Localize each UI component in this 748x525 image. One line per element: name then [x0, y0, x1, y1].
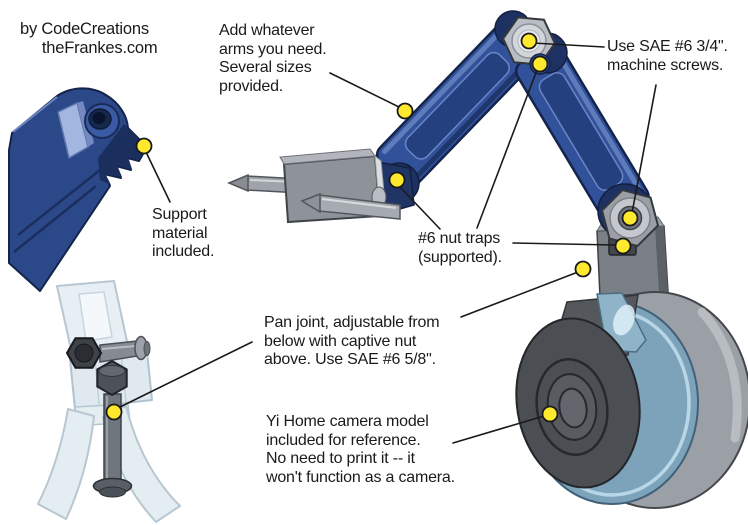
- pan-screw-base: [99, 486, 126, 498]
- bolt-hex-face: [74, 343, 94, 363]
- leader-lines: [119, 42, 657, 444]
- leader-screws-bottom: [631, 84, 657, 214]
- leader-nuttrap-top: [476, 69, 538, 229]
- leader-camera: [452, 415, 545, 444]
- credit-text: by CodeCreations theFrankes.com: [20, 20, 158, 57]
- bolt-tip: [143, 341, 151, 356]
- strap-highlight: [613, 304, 635, 336]
- camera-back-highlight: [697, 307, 742, 443]
- lower-screw-tip: [300, 192, 321, 214]
- ghost-arm-slot: [78, 291, 113, 342]
- note-pan-joint: Pan joint, adjustable from below with ca…: [264, 314, 440, 368]
- leader-support: [145, 151, 171, 203]
- marker-dot-lower-left-joint: [388, 171, 406, 189]
- leader-panjoint-left: [119, 341, 253, 408]
- marker-dot-bottom-nut-trap: [614, 237, 632, 255]
- mount-plate-top: [279, 148, 376, 165]
- note-machine-screws: Use SAE #6 3/4". machine screws.: [607, 38, 728, 74]
- captive-nut-top: [98, 365, 126, 377]
- marker-dot-lower-joint: [621, 209, 639, 227]
- marker-dots: [105, 32, 639, 423]
- lens-ring-outer: [535, 358, 609, 456]
- lens-center: [558, 387, 588, 429]
- arm2-highlight: [554, 50, 645, 198]
- marker-dot-camera-lens: [541, 405, 559, 423]
- edge-highlight: [12, 96, 58, 133]
- main-assembly-model: [227, 10, 748, 509]
- leader-screws-top: [532, 42, 605, 48]
- pivot-hole-inner: [92, 112, 106, 124]
- groove-line: [17, 169, 101, 236]
- support-teeth-shape: [98, 124, 146, 185]
- arm-body-shape: [8, 87, 148, 292]
- arm-segment-1: [375, 21, 540, 189]
- marker-dot-arm: [396, 102, 414, 120]
- leader-panjoint-right: [460, 271, 579, 318]
- note-nut-traps: #6 nut traps (supported).: [418, 230, 502, 266]
- groove-line: [13, 185, 97, 253]
- leader-nuttrap-right: [512, 242, 615, 246]
- ghost-left-leg: [37, 408, 95, 520]
- leader-arms: [329, 72, 404, 110]
- marker-dot-support: [135, 137, 153, 155]
- note-support-material: Support material included.: [152, 206, 215, 260]
- note-arms: Add whatever arms you need. Several size…: [219, 22, 327, 95]
- bolt-shaft-highlight: [101, 345, 136, 350]
- lower-screw-highlight: [321, 198, 397, 209]
- arm1-shadow-edge: [409, 54, 536, 184]
- support-part-closeup: [8, 87, 148, 292]
- upper-screw-tip: [227, 173, 249, 193]
- marker-dot-top-joint: [520, 32, 538, 50]
- arm1-pocket: [404, 51, 510, 160]
- marker-dot-pan-joint: [574, 260, 592, 278]
- marker-dot-pan-closeup: [105, 403, 123, 421]
- note-camera-model: Yi Home camera model included for refere…: [266, 413, 455, 486]
- arm1-highlight: [382, 27, 505, 155]
- leader-nuttrap-left: [399, 186, 441, 230]
- marker-dot-top-nut-trap: [531, 55, 549, 73]
- pan-joint-closeup: [37, 280, 181, 523]
- tilt-block-side: [655, 226, 668, 293]
